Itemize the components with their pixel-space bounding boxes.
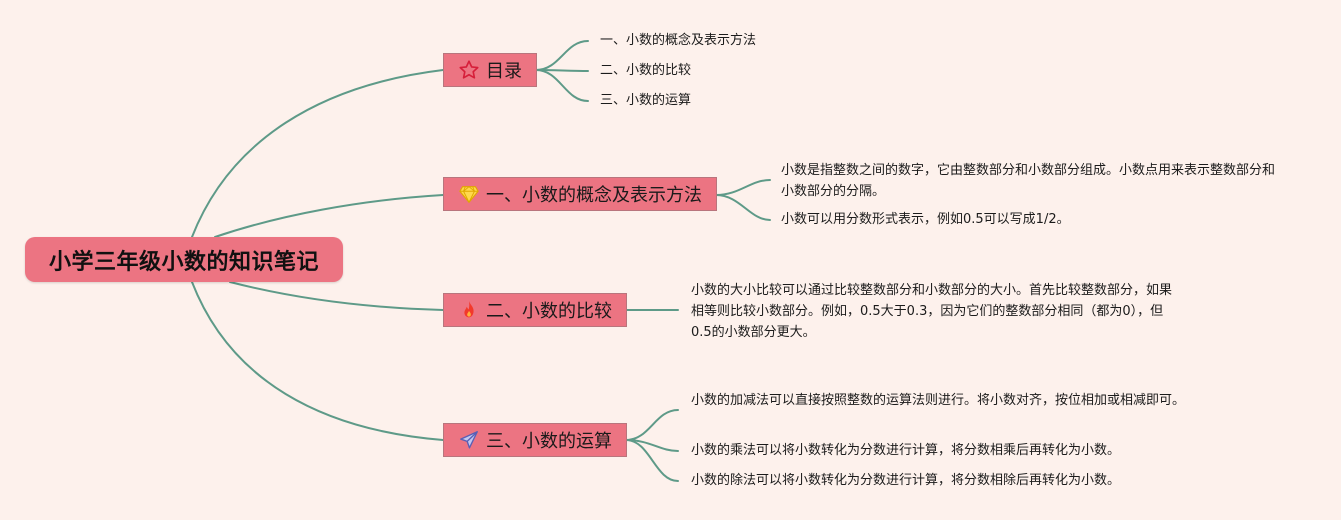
- star-icon: [458, 59, 480, 81]
- connector-root-operations: [191, 281, 444, 441]
- toc-item-3[interactable]: 三、小数的运算: [600, 93, 692, 108]
- operations-item-2[interactable]: 小数的乘法可以将小数转化为分数进行计算，将分数相乘后再转化为小数。: [691, 443, 1121, 458]
- branch-concept[interactable]: 一、小数的概念及表示方法: [443, 177, 717, 211]
- operations-item-3[interactable]: 小数的除法可以将小数转化为分数进行计算，将分数相除后再转化为小数。: [691, 473, 1121, 488]
- concept-item-1[interactable]: 小数是指整数之间的数字，它由整数部分和小数部分组成。小数点用来表示整数部分和小数…: [781, 163, 1276, 199]
- branch-compare-label: 二、小数的比较: [486, 301, 612, 322]
- toc-item-2[interactable]: 二、小数的比较: [600, 63, 692, 78]
- connector-root-toc: [191, 69, 444, 238]
- toc-item-1[interactable]: 一、小数的概念及表示方法: [600, 33, 757, 48]
- branch-concept-label: 一、小数的概念及表示方法: [486, 185, 702, 206]
- connector-operations-1: [625, 409, 679, 441]
- operations-item-1[interactable]: 小数的加减法可以直接按照整数的运算法则进行。将小数对齐，按位相加或相减即可。: [691, 393, 1186, 408]
- connector-concept-2: [715, 194, 771, 221]
- connector-toc-3: [535, 69, 589, 102]
- connector-concept-1: [715, 179, 771, 196]
- concept-item-2[interactable]: 小数可以用分数形式表示，例如0.5可以写成1/2。: [781, 212, 1070, 227]
- branch-operations-label: 三、小数的运算: [486, 431, 612, 452]
- root-title: 小学三年级小数的知识笔记: [48, 249, 319, 275]
- root-topic[interactable]: 小学三年级小数的知识笔记: [25, 237, 343, 282]
- connector-root-compare: [229, 281, 444, 311]
- fire-icon: [458, 299, 480, 321]
- diamond-icon: [458, 183, 480, 205]
- branch-operations[interactable]: 三、小数的运算: [443, 423, 627, 457]
- connector-operations-3: [625, 439, 679, 482]
- branch-toc[interactable]: 目录: [443, 53, 537, 87]
- branch-compare[interactable]: 二、小数的比较: [443, 293, 627, 327]
- compare-item-1[interactable]: 小数的大小比较可以通过比较整数部分和小数部分的大小。首先比较整数部分，如果相等则…: [691, 283, 1173, 340]
- branch-toc-label: 目录: [486, 61, 522, 82]
- connector-root-concept: [214, 194, 444, 238]
- connector-toc-1: [535, 40, 589, 71]
- paper-plane-icon: [458, 429, 480, 451]
